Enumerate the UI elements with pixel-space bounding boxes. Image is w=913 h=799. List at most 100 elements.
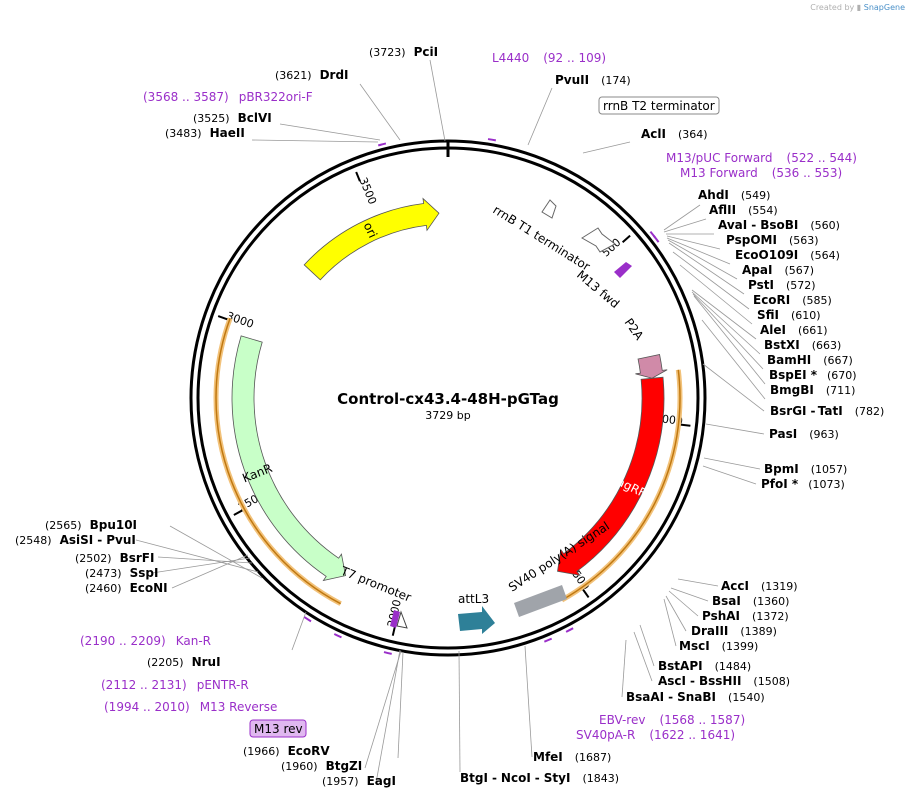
site-avai-dash: -	[751, 218, 756, 232]
m13-rev-frame	[249, 719, 307, 738]
site-asisi-pos: (2548)	[15, 534, 52, 547]
credit-brand: SnapGene	[863, 3, 905, 12]
leader-line	[693, 295, 766, 385]
primer-pentr-r: (2112 .. 2131) pENTR-R	[101, 678, 249, 692]
site-bstapi-pos: (1484)	[715, 660, 752, 673]
site-asci-name: AscI	[658, 674, 686, 688]
site-acci-name: AccI	[721, 579, 749, 593]
primer-pentr-r-range: (2112 .. 2131)	[101, 678, 187, 692]
site-asisi-dash: -	[97, 533, 102, 547]
site-drdi: (3621) DrdI	[275, 68, 349, 82]
sv40-polya-label: SV40 poly(A) signal	[506, 519, 612, 595]
site-aflii-pos: (554)	[748, 204, 778, 217]
leader-line	[364, 650, 402, 769]
site-pfoi-pos: (1073)	[808, 478, 845, 491]
site-ecorv-name: EcoRV	[288, 744, 331, 758]
site-btgi-pos: (1843)	[582, 772, 619, 785]
leader-line	[458, 650, 461, 773]
primer-pentr-r-mark	[333, 633, 342, 639]
m13-rev-arrow	[390, 610, 400, 628]
site-bmgbi: BmgBI(711)	[770, 383, 855, 397]
credit: Created by ▮ SnapGene	[810, 3, 905, 12]
tick-mark-1500	[582, 588, 590, 598]
site-draiii: DraIII(1389)	[691, 624, 777, 638]
site-bamhi-name: BamHI	[767, 353, 811, 367]
primer-m13-puc-forward-range: (522 .. 544)	[787, 151, 857, 165]
site-acli-pos: (364)	[678, 128, 708, 141]
primer-sv40pa-r: SV40pA-R(1622 .. 1641)	[576, 728, 735, 742]
primer-m13-reverse: (1994 .. 2010)M13 Reverse	[104, 700, 277, 714]
site-aflii: AflII(554)	[709, 203, 778, 217]
site-econi-pos: (2460)	[85, 582, 122, 595]
leader-line	[663, 598, 677, 647]
leader-line	[151, 557, 251, 574]
site-bpu10i: (2565)Bpu10I	[45, 518, 137, 532]
site-msci-pos: (1399)	[722, 640, 759, 653]
primer-m13-reverse-mark	[383, 651, 392, 655]
p2a-label: P2A	[622, 316, 647, 344]
site-sspi: (2473)SspI	[85, 566, 158, 580]
site-bsrfi-name: BsrFI	[120, 551, 155, 565]
primer-m13-puc-forward: M13/pUC Forward(522 .. 544)	[666, 151, 857, 165]
attl3-label: attL3	[458, 592, 489, 606]
site-asci-dash: -	[690, 674, 695, 688]
site-psti-pos: (572)	[786, 279, 816, 292]
primer-ebv-rev-name: EBV-rev	[599, 713, 645, 727]
site-bstapi: BstAPI(1484)	[658, 659, 751, 673]
site-btgzi: (1960)BtgZI	[281, 759, 362, 773]
site-nrui-name: NruI	[192, 655, 221, 669]
primer-pentr-r-name: pENTR-R	[197, 678, 249, 692]
tick-mark-500	[621, 234, 631, 243]
primer-ebv-rev-range: (1568 .. 1587)	[659, 713, 745, 727]
site-ecori-pos: (585)	[802, 294, 832, 307]
site-pvuii-pos: (174)	[601, 74, 631, 87]
site-pvuii: PvuII(174)	[555, 73, 631, 87]
site-draiii-name: DraIII	[691, 624, 728, 638]
site-drdi-name: DrdI	[320, 68, 349, 82]
site-bsai: BsaI(1360)	[712, 594, 789, 608]
leader-line	[135, 539, 259, 573]
leader-line	[691, 289, 757, 340]
site-drdi-pos: (3621)	[275, 69, 312, 82]
site-msci-name: MscI	[679, 639, 710, 653]
site-bpu10i-name: Bpu10I	[90, 518, 137, 532]
plasmid-name: Control-cx43.4-48H-pGTag	[337, 390, 559, 408]
right-site-labels: PvuII(174) AclI(364) AhdI(549) AflII(554…	[460, 73, 884, 785]
leader-line	[375, 649, 401, 784]
primer-kan-r-name: Kan-R	[176, 634, 211, 648]
site-pshai-pos: (1372)	[752, 610, 789, 623]
primer-m13-forward-mark	[652, 235, 660, 243]
leader-line	[665, 595, 687, 632]
site-haeii-name: HaeII	[210, 126, 245, 140]
leader-line	[691, 291, 761, 355]
feature-tagrfp-arrow	[557, 376, 665, 576]
attl3-arrow	[458, 606, 495, 634]
leader-line	[397, 651, 404, 759]
tagrfp-orf-arc-line	[561, 369, 681, 601]
site-eagi-name: EagI	[367, 774, 396, 788]
primer-ebv-rev-mark	[565, 627, 574, 633]
primer-kan-r-mark	[303, 616, 312, 623]
t7-promoter-label: T7 promoter	[338, 563, 413, 604]
site-bstxi-name: BstXI	[764, 338, 800, 352]
leader-line	[668, 242, 745, 295]
site-asisi-pvui: (2548)AsiSI-PvuI	[15, 533, 136, 547]
site-pfoi: PfoI *(1073)	[761, 477, 845, 491]
site-styi-name: StyI	[544, 771, 571, 785]
leader-line	[666, 235, 721, 250]
leader-line	[703, 457, 761, 470]
site-btgi-dash: -	[492, 771, 497, 785]
site-msci: MscI (1399)	[679, 639, 758, 653]
site-nrui-pos: (2205)	[147, 656, 184, 669]
feature-ori-arrow	[303, 197, 440, 281]
t7-promoter-arrow	[396, 610, 408, 629]
site-bclvi-name: BclVI	[238, 111, 272, 125]
tick-mark-3500	[355, 171, 361, 182]
site-sfii-pos: (610)	[791, 309, 821, 322]
site-bspei-pos: (670)	[827, 369, 857, 382]
site-bsobi-name: BsoBI	[760, 218, 798, 232]
primer-labels: L4440(92 .. 109) M13/pUC Forward(522 .. …	[80, 51, 857, 742]
site-sfii-name: SfiI	[757, 308, 779, 322]
rrnb-t2-terminator-label: rrnB T2 terminator	[603, 99, 715, 113]
